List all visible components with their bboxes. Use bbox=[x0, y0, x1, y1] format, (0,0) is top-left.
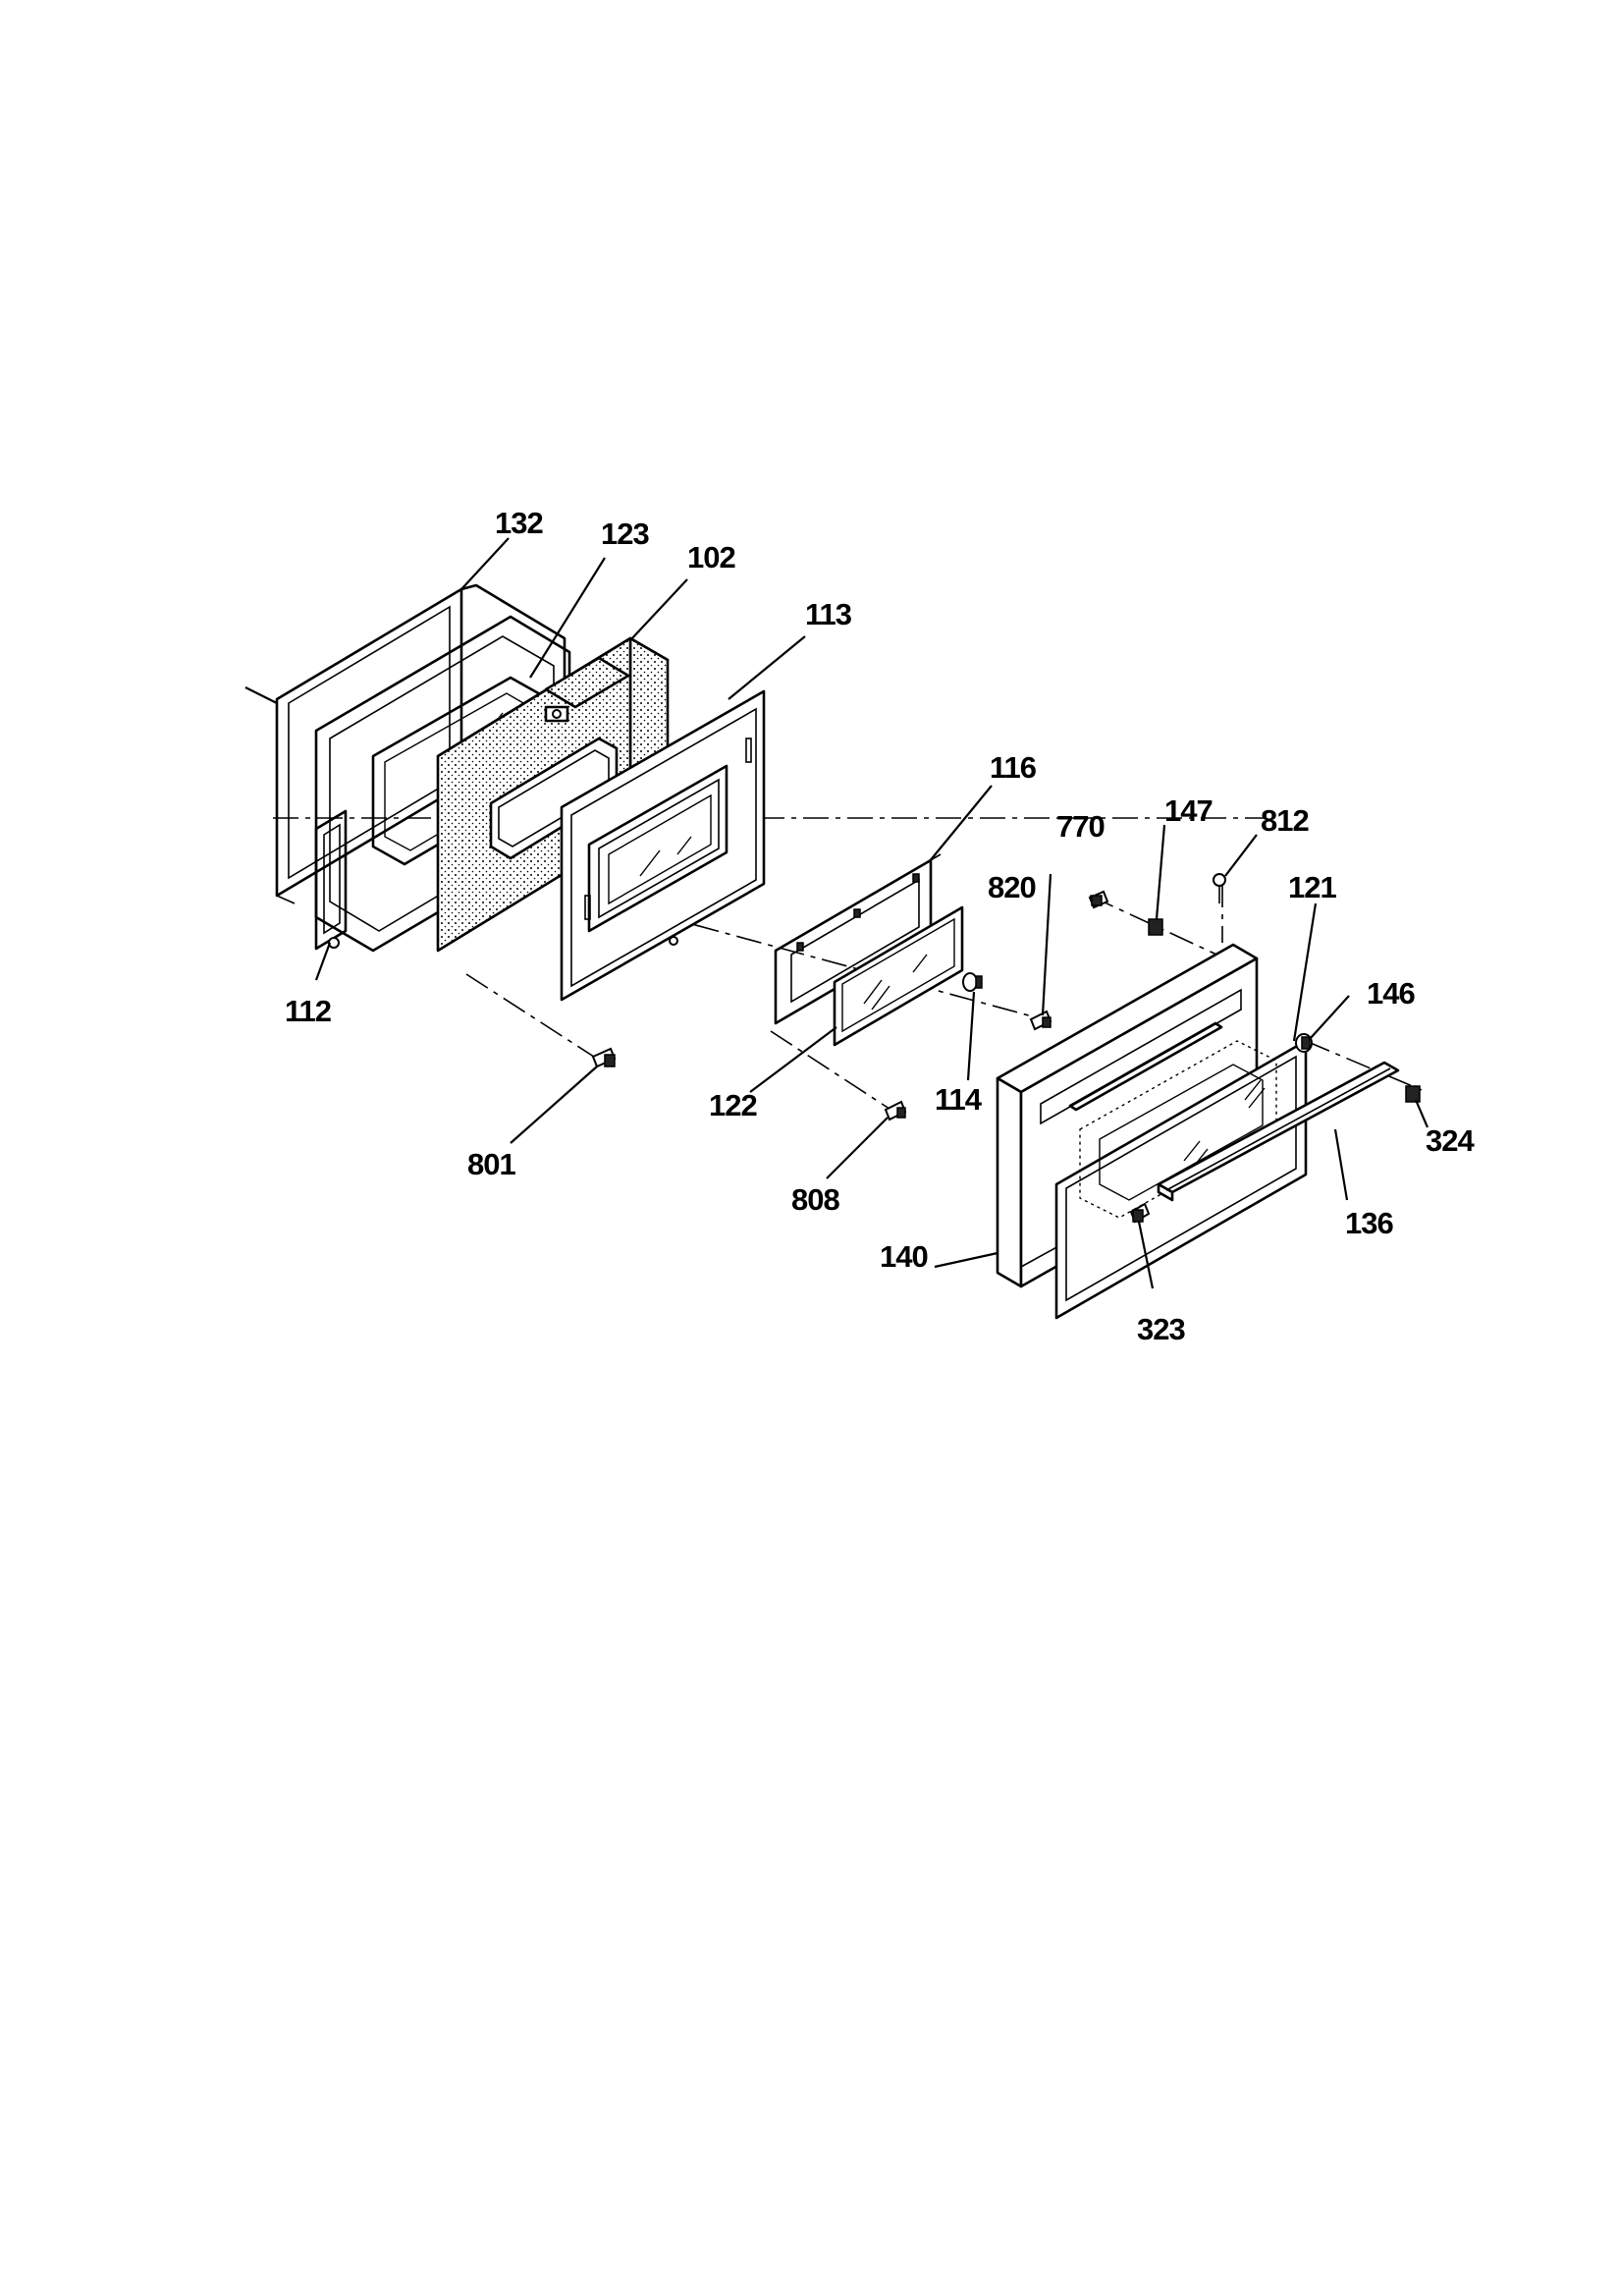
label-121: 121 bbox=[1288, 870, 1336, 904]
label-122: 122 bbox=[709, 1088, 757, 1122]
label-140: 140 bbox=[880, 1239, 928, 1274]
label-770: 770 bbox=[1056, 809, 1105, 844]
label-820: 820 bbox=[988, 870, 1036, 904]
leader-lines bbox=[244, 537, 1429, 1289]
label-102: 102 bbox=[687, 540, 735, 574]
label-114: 114 bbox=[935, 1082, 983, 1117]
label-812: 812 bbox=[1261, 803, 1309, 838]
label-113: 113 bbox=[805, 597, 852, 631]
label-808: 808 bbox=[791, 1182, 839, 1217]
part-122-glass-pane bbox=[833, 905, 964, 1047]
label-147: 147 bbox=[1164, 793, 1213, 828]
label-112: 112 bbox=[285, 994, 331, 1028]
part-102-door-liner bbox=[436, 636, 670, 953]
label-323: 323 bbox=[1137, 1312, 1185, 1346]
label-136: 136 bbox=[1345, 1206, 1393, 1240]
label-801: 801 bbox=[467, 1147, 515, 1181]
label-146: 146 bbox=[1367, 976, 1415, 1011]
part-113-inner-panel bbox=[560, 689, 766, 1002]
label-116: 116 bbox=[990, 750, 1037, 785]
part-136-handle bbox=[1157, 1061, 1400, 1202]
part-labels: 132 123 102 113 112 116 770 147 812 820 … bbox=[285, 506, 1476, 1346]
label-132: 132 bbox=[495, 506, 543, 540]
label-123: 123 bbox=[601, 517, 649, 551]
label-324: 324 bbox=[1426, 1123, 1475, 1158]
fasteners bbox=[591, 873, 1421, 1224]
